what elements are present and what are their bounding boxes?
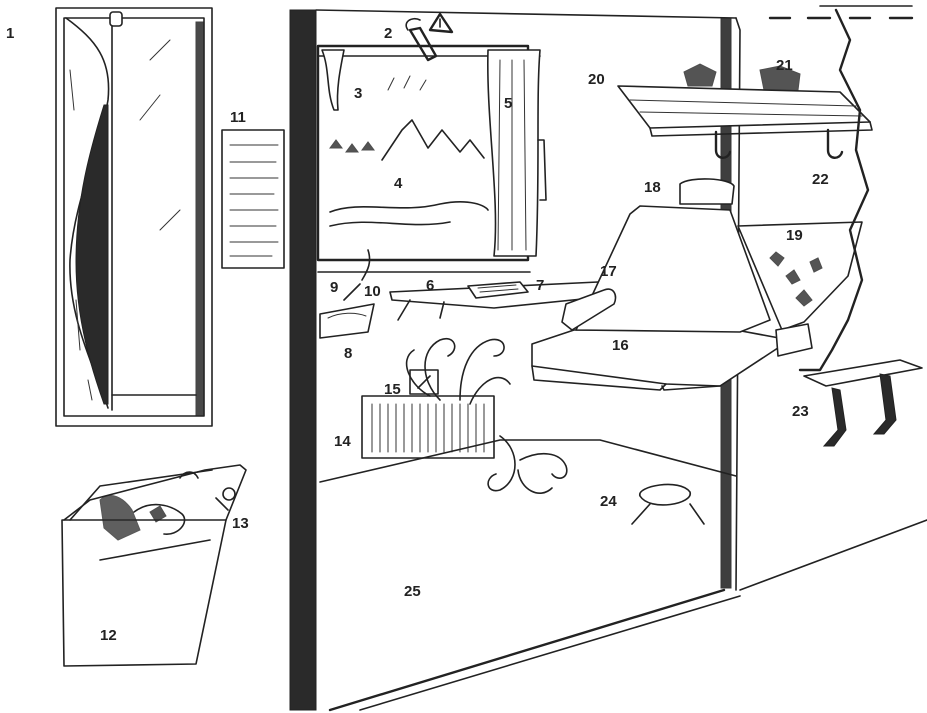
label-16: 16 xyxy=(612,337,629,354)
label-21: 21 xyxy=(776,57,793,74)
label-7: 7 xyxy=(536,277,544,294)
label-25: 25 xyxy=(404,583,421,600)
label-2: 2 xyxy=(384,25,392,42)
label-4: 4 xyxy=(394,175,403,192)
warm-air-swirls xyxy=(405,337,568,494)
emergency-brake-handle xyxy=(405,12,454,62)
compartment-edge xyxy=(739,8,927,591)
luggage-rack xyxy=(617,63,873,137)
label-18: 18 xyxy=(644,179,661,196)
label-15: 15 xyxy=(384,381,401,398)
label-17: 17 xyxy=(600,263,617,280)
label-11: 11 xyxy=(230,109,246,126)
label-22: 22 xyxy=(812,171,829,188)
label-9: 9 xyxy=(330,279,338,296)
label-12: 12 xyxy=(100,627,117,644)
timetable-sheet xyxy=(221,129,285,269)
seat-backrest-section xyxy=(737,221,863,357)
label-14: 14 xyxy=(334,433,351,450)
label-20: 20 xyxy=(588,71,605,88)
coat-hooks xyxy=(714,128,844,159)
label-19: 19 xyxy=(786,227,803,244)
label-5: 5 xyxy=(504,95,512,112)
footrest xyxy=(631,483,705,525)
corridor-fold-seat xyxy=(803,359,923,447)
label-10: 10 xyxy=(364,283,381,300)
label-8: 8 xyxy=(344,345,352,362)
label-24: 24 xyxy=(600,493,617,510)
door-window-panel xyxy=(55,7,213,427)
label-3: 3 xyxy=(354,85,362,102)
window-curtain xyxy=(321,49,547,257)
heat-control-knob xyxy=(409,369,439,395)
ashtray xyxy=(319,249,375,339)
headrest-pillow xyxy=(679,178,735,205)
heater-vent xyxy=(361,395,495,459)
label-23: 23 xyxy=(792,403,809,420)
label-13: 13 xyxy=(232,515,249,532)
label-6: 6 xyxy=(426,277,434,294)
waste-bin xyxy=(61,464,247,667)
seat-cushion xyxy=(531,205,791,391)
seat-armrest xyxy=(561,288,617,331)
fold-down-table xyxy=(389,281,613,321)
label-1: 1 xyxy=(6,25,14,42)
compartment-floor xyxy=(319,439,741,712)
